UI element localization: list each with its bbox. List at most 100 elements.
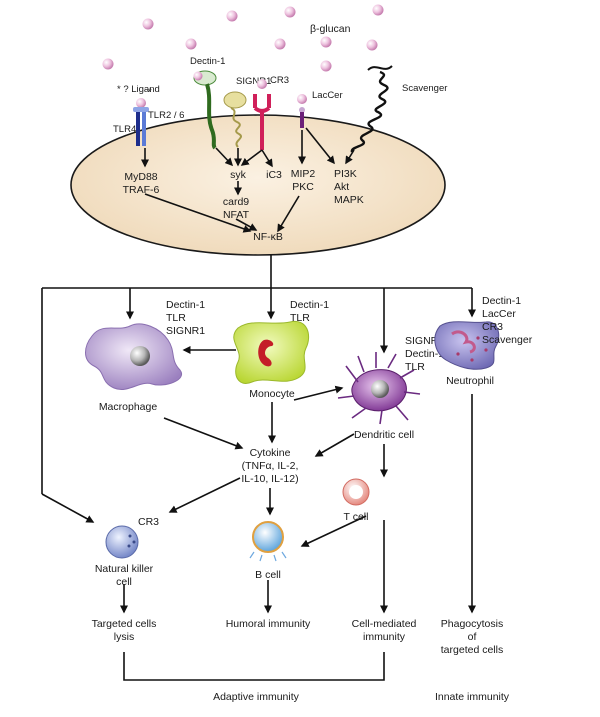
monocyte-cell bbox=[233, 320, 310, 384]
nk-cell bbox=[105, 525, 139, 559]
signr1-coil bbox=[230, 107, 242, 148]
neutrophil-receptor-1: Dectin-1 bbox=[482, 295, 521, 307]
nk-granule bbox=[127, 544, 131, 548]
glucan-particle bbox=[297, 94, 307, 104]
dendritic-nucleus bbox=[371, 380, 389, 398]
glucan-particle bbox=[320, 60, 332, 72]
ligand-star: * bbox=[148, 87, 152, 98]
t-cell-nucleus bbox=[349, 485, 363, 499]
laccer-head bbox=[299, 107, 305, 113]
glucan-particle bbox=[366, 39, 378, 51]
scavenger-coil bbox=[350, 70, 389, 153]
monocyte-body bbox=[233, 320, 310, 384]
cr3-label: CR3 bbox=[270, 75, 289, 86]
cell-mediated-label-line2: immunity bbox=[363, 631, 406, 643]
glucan-particle bbox=[274, 38, 286, 50]
glucan-particle bbox=[284, 6, 296, 18]
cr3-stalk bbox=[260, 110, 264, 150]
glucan-particle bbox=[372, 4, 384, 16]
mip2-label: MIP2 bbox=[291, 168, 316, 180]
tlr4-label: TLR4 bbox=[113, 124, 136, 135]
tlr2-stalk bbox=[142, 110, 146, 146]
macrophage-receptor-3: SIGNR1 bbox=[166, 325, 205, 337]
glucan-particle bbox=[142, 18, 154, 30]
glucan-particle bbox=[185, 38, 197, 50]
lysis-label-line2: lysis bbox=[114, 631, 134, 643]
b-cell bbox=[249, 521, 287, 562]
adaptive-immunity-label: Adaptive immunity bbox=[213, 691, 300, 703]
monocyte-receptor-2: TLR bbox=[290, 312, 310, 324]
monocyte-nucleus bbox=[258, 339, 274, 367]
dectin1-stalk bbox=[205, 83, 217, 150]
scavenger-tail bbox=[367, 65, 393, 71]
laccer-label: LacCer bbox=[312, 90, 343, 101]
cr3-arms bbox=[253, 94, 271, 108]
signr1-head bbox=[223, 91, 247, 109]
signr1-receptor bbox=[223, 91, 247, 148]
neutrophil-receptor-2: LacCer bbox=[482, 308, 516, 320]
neutrophil-receptor-4: Scavenger bbox=[482, 334, 533, 346]
cr3-receptor bbox=[253, 79, 271, 150]
neutrophil-granule bbox=[456, 352, 460, 356]
myd88-label: MyD88 bbox=[124, 171, 157, 183]
signaling-arrows bbox=[141, 127, 355, 233]
neutrophil-receptor-3: CR3 bbox=[482, 321, 503, 333]
beta-glucan-particles bbox=[102, 4, 384, 72]
cell-arrows bbox=[120, 346, 476, 614]
laccer-stalk bbox=[300, 112, 304, 128]
lysis-label-line1: Targeted cells bbox=[92, 618, 157, 630]
syk-label: syk bbox=[230, 169, 247, 181]
glucan-particle bbox=[102, 58, 114, 70]
glucan-particle bbox=[226, 10, 238, 22]
glucan-particle bbox=[193, 71, 203, 81]
monocyte-receptor-1: Dectin-1 bbox=[290, 299, 329, 311]
cytokine-line3: IL-10, IL-12) bbox=[241, 473, 298, 485]
humoral-label: Humoral immunity bbox=[226, 618, 311, 630]
phagocytosis-label-line1: Phagocytosis bbox=[441, 618, 503, 630]
macrophage-nucleus bbox=[130, 346, 150, 366]
mapk-label: MAPK bbox=[334, 194, 364, 206]
b-cell-body bbox=[252, 521, 284, 553]
pkc-label: PKC bbox=[292, 181, 314, 193]
glucan-particle bbox=[320, 36, 332, 48]
beta-glucan-label: β-glucan bbox=[310, 23, 351, 35]
dendritic-label: Dendritic cell bbox=[354, 429, 414, 441]
monocyte-label: Monocyte bbox=[249, 388, 295, 400]
neutrophil-label: Neutrophil bbox=[446, 375, 494, 387]
dectin1-label: Dectin-1 bbox=[190, 56, 225, 67]
scavenger-receptor bbox=[350, 65, 393, 153]
nfat-label: NFAT bbox=[223, 209, 250, 221]
b-cell-antibodies bbox=[249, 551, 287, 562]
scavenger-label: Scavenger bbox=[402, 83, 447, 94]
pi3k-label: PI3K bbox=[334, 168, 357, 180]
ligand-label: * ? Ligand bbox=[117, 84, 160, 95]
neutrophil-granule bbox=[470, 358, 474, 362]
dendritic-processes bbox=[337, 352, 421, 425]
macrophage-cell bbox=[85, 323, 183, 390]
laccer-receptor bbox=[297, 94, 307, 128]
nk-label-line1: Natural killer bbox=[95, 563, 154, 575]
neutrophil-granule bbox=[476, 336, 480, 340]
t-cell bbox=[342, 478, 370, 506]
nk-receptor-label: CR3 bbox=[138, 516, 159, 528]
tlr4-stalk bbox=[136, 110, 140, 146]
dectin1-receptor bbox=[193, 70, 217, 150]
signr1-label: SIGNR1 bbox=[236, 76, 271, 87]
dendritic-cell bbox=[337, 352, 421, 425]
akt-label: Akt bbox=[334, 181, 349, 193]
innate-immunity-label: Innate immunity bbox=[435, 691, 510, 703]
phagocytosis-label-line2: of bbox=[468, 631, 477, 643]
nfkb-label: NF-κB bbox=[253, 231, 283, 243]
nk-granule bbox=[128, 534, 132, 538]
neutrophil-nucleus bbox=[451, 330, 476, 354]
neutrophil-body bbox=[434, 321, 500, 370]
cytokine-line2: (TNFα, IL-2, bbox=[242, 460, 299, 472]
tlr-cap bbox=[133, 107, 149, 112]
neutrophil-cell bbox=[434, 321, 500, 370]
cytokine-label: Cytokine bbox=[250, 447, 291, 459]
card9-label: card9 bbox=[223, 196, 249, 208]
neutrophil-granule bbox=[484, 348, 488, 352]
tlr2-6-label: TLR2 / 6 bbox=[148, 110, 184, 121]
